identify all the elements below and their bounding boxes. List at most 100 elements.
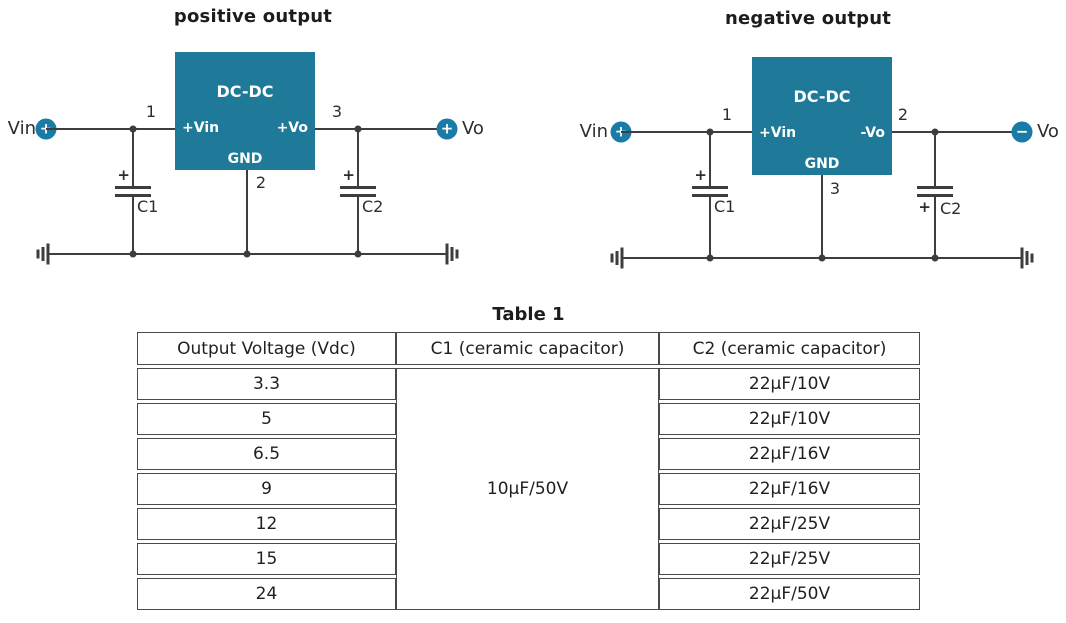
capacitor-plate bbox=[115, 194, 151, 197]
c1-shared-cell: 10µF/50V bbox=[396, 368, 659, 610]
capacitor-lead bbox=[709, 197, 711, 258]
ground-icon bbox=[620, 247, 624, 269]
positive-c2-polarity: + bbox=[342, 166, 355, 184]
positive-gnd-wire bbox=[246, 170, 248, 254]
capacitor-plate bbox=[917, 186, 953, 189]
capacitor-lead bbox=[709, 132, 711, 186]
col-header-c2: C2 (ceramic capacitor) bbox=[659, 332, 920, 365]
voltage-cell: 6.5 bbox=[137, 438, 396, 470]
table-row: 12 22µF/25V bbox=[137, 508, 920, 540]
ground-icon bbox=[1025, 251, 1029, 265]
positive-dcdc-block: DC-DC +Vin +Vo GND bbox=[175, 52, 315, 170]
positive-ground-rail bbox=[48, 253, 447, 255]
positive-output-wire bbox=[315, 128, 447, 130]
negative-c2-label: C2 bbox=[940, 199, 962, 218]
capacitor-lead bbox=[934, 132, 936, 186]
positive-vo-label: Vo bbox=[462, 118, 484, 139]
positive-pin-out-number: 3 bbox=[331, 102, 343, 121]
ground-icon bbox=[445, 243, 449, 265]
negative-block-gnd: GND bbox=[804, 156, 840, 172]
capacitor-plate bbox=[340, 186, 376, 189]
capacitor-lead bbox=[357, 129, 359, 186]
capacitor-plate bbox=[692, 186, 728, 189]
capacitor-lead bbox=[934, 197, 936, 258]
negative-vin-label: Vin bbox=[579, 121, 608, 142]
negative-output-polarity: − bbox=[1015, 122, 1029, 141]
negative-vo-label: Vo bbox=[1037, 121, 1059, 142]
capacitor-plate bbox=[692, 194, 728, 197]
negative-c1-polarity: + bbox=[694, 166, 707, 184]
c2-cell: 22µF/25V bbox=[659, 543, 920, 575]
c2-cell: 22µF/50V bbox=[659, 578, 920, 610]
negative-pin-out-number: 2 bbox=[897, 105, 909, 124]
negative-block-name: DC-DC bbox=[793, 87, 851, 106]
voltage-cell: 3.3 bbox=[137, 368, 396, 400]
ground-icon bbox=[450, 247, 454, 261]
negative-c2-polarity: + bbox=[918, 198, 931, 216]
positive-input-wire bbox=[46, 128, 175, 130]
positive-c1-polarity: + bbox=[117, 166, 130, 184]
table-row: 24 22µF/50V bbox=[137, 578, 920, 610]
positive-c2-label: C2 bbox=[362, 197, 384, 216]
positive-c1-label: C1 bbox=[137, 197, 159, 216]
c2-cell: 22µF/25V bbox=[659, 508, 920, 540]
negative-input-polarity: + bbox=[614, 122, 628, 141]
negative-c1-label: C1 bbox=[714, 197, 736, 216]
voltage-cell: 5 bbox=[137, 403, 396, 435]
negative-pin-in-number: 1 bbox=[721, 105, 733, 124]
table-row: 5 22µF/10V bbox=[137, 403, 920, 435]
positive-block-pin-in: +Vin bbox=[182, 120, 220, 136]
ground-icon bbox=[455, 249, 459, 259]
ground-icon bbox=[610, 253, 614, 263]
col-header-c1: C1 (ceramic capacitor) bbox=[396, 332, 659, 365]
negative-output-terminal-icon: − bbox=[1011, 121, 1033, 143]
c2-cell: 22µF/16V bbox=[659, 438, 920, 470]
ground-icon bbox=[36, 249, 40, 259]
positive-pin-gnd-number: 2 bbox=[255, 173, 267, 192]
capacitor-lead bbox=[357, 197, 359, 254]
capacitor-plate bbox=[340, 194, 376, 197]
capacitor-lead bbox=[132, 197, 134, 254]
c2-cell: 22µF/10V bbox=[659, 403, 920, 435]
table-row: 15 22µF/25V bbox=[137, 543, 920, 575]
ground-icon bbox=[1030, 253, 1034, 263]
positive-output-terminal-icon: + bbox=[436, 118, 458, 140]
negative-pin-gnd-number: 3 bbox=[829, 179, 841, 198]
negative-input-wire bbox=[621, 131, 752, 133]
voltage-cell: 12 bbox=[137, 508, 396, 540]
positive-circuit-title: positive output bbox=[173, 6, 333, 27]
c2-cell: 22µF/16V bbox=[659, 473, 920, 505]
positive-input-polarity: + bbox=[39, 119, 53, 138]
capacitor-selection-table: Output Voltage (Vdc) C1 (ceramic capacit… bbox=[137, 329, 920, 613]
positive-output-polarity: + bbox=[440, 119, 454, 138]
negative-block-pin-out: -Vo bbox=[860, 125, 885, 141]
capacitor-plate bbox=[115, 186, 151, 189]
table-header-row: Output Voltage (Vdc) C1 (ceramic capacit… bbox=[137, 332, 920, 365]
table-row: 9 22µF/16V bbox=[137, 473, 920, 505]
col-header-output-voltage: Output Voltage (Vdc) bbox=[137, 332, 396, 365]
table-row: 6.5 22µF/16V bbox=[137, 438, 920, 470]
positive-block-pin-out: +Vo bbox=[276, 120, 308, 136]
negative-circuit-title: negative output bbox=[724, 8, 892, 29]
c2-cell: 22µF/10V bbox=[659, 368, 920, 400]
positive-pin-in-number: 1 bbox=[145, 102, 157, 121]
negative-dcdc-block: DC-DC +Vin -Vo GND bbox=[752, 57, 892, 175]
negative-block-pin-in: +Vin bbox=[759, 125, 797, 141]
table-row: 3.3 10µF/50V 22µF/10V bbox=[137, 368, 920, 610]
positive-block-name: DC-DC bbox=[216, 82, 274, 101]
ground-icon bbox=[1020, 247, 1024, 269]
voltage-cell: 9 bbox=[137, 473, 396, 505]
ground-icon bbox=[615, 251, 619, 265]
voltage-cell: 24 bbox=[137, 578, 396, 610]
voltage-cell: 15 bbox=[137, 543, 396, 575]
table-title: Table 1 bbox=[492, 304, 565, 325]
positive-block-gnd: GND bbox=[227, 151, 263, 167]
ground-icon bbox=[41, 247, 45, 261]
capacitor-lead bbox=[132, 129, 134, 186]
negative-output-wire bbox=[892, 131, 1022, 133]
positive-vin-label: Vin bbox=[7, 118, 36, 139]
negative-gnd-wire bbox=[821, 175, 823, 258]
capacitor-plate bbox=[917, 194, 953, 197]
negative-ground-rail bbox=[622, 257, 1022, 259]
